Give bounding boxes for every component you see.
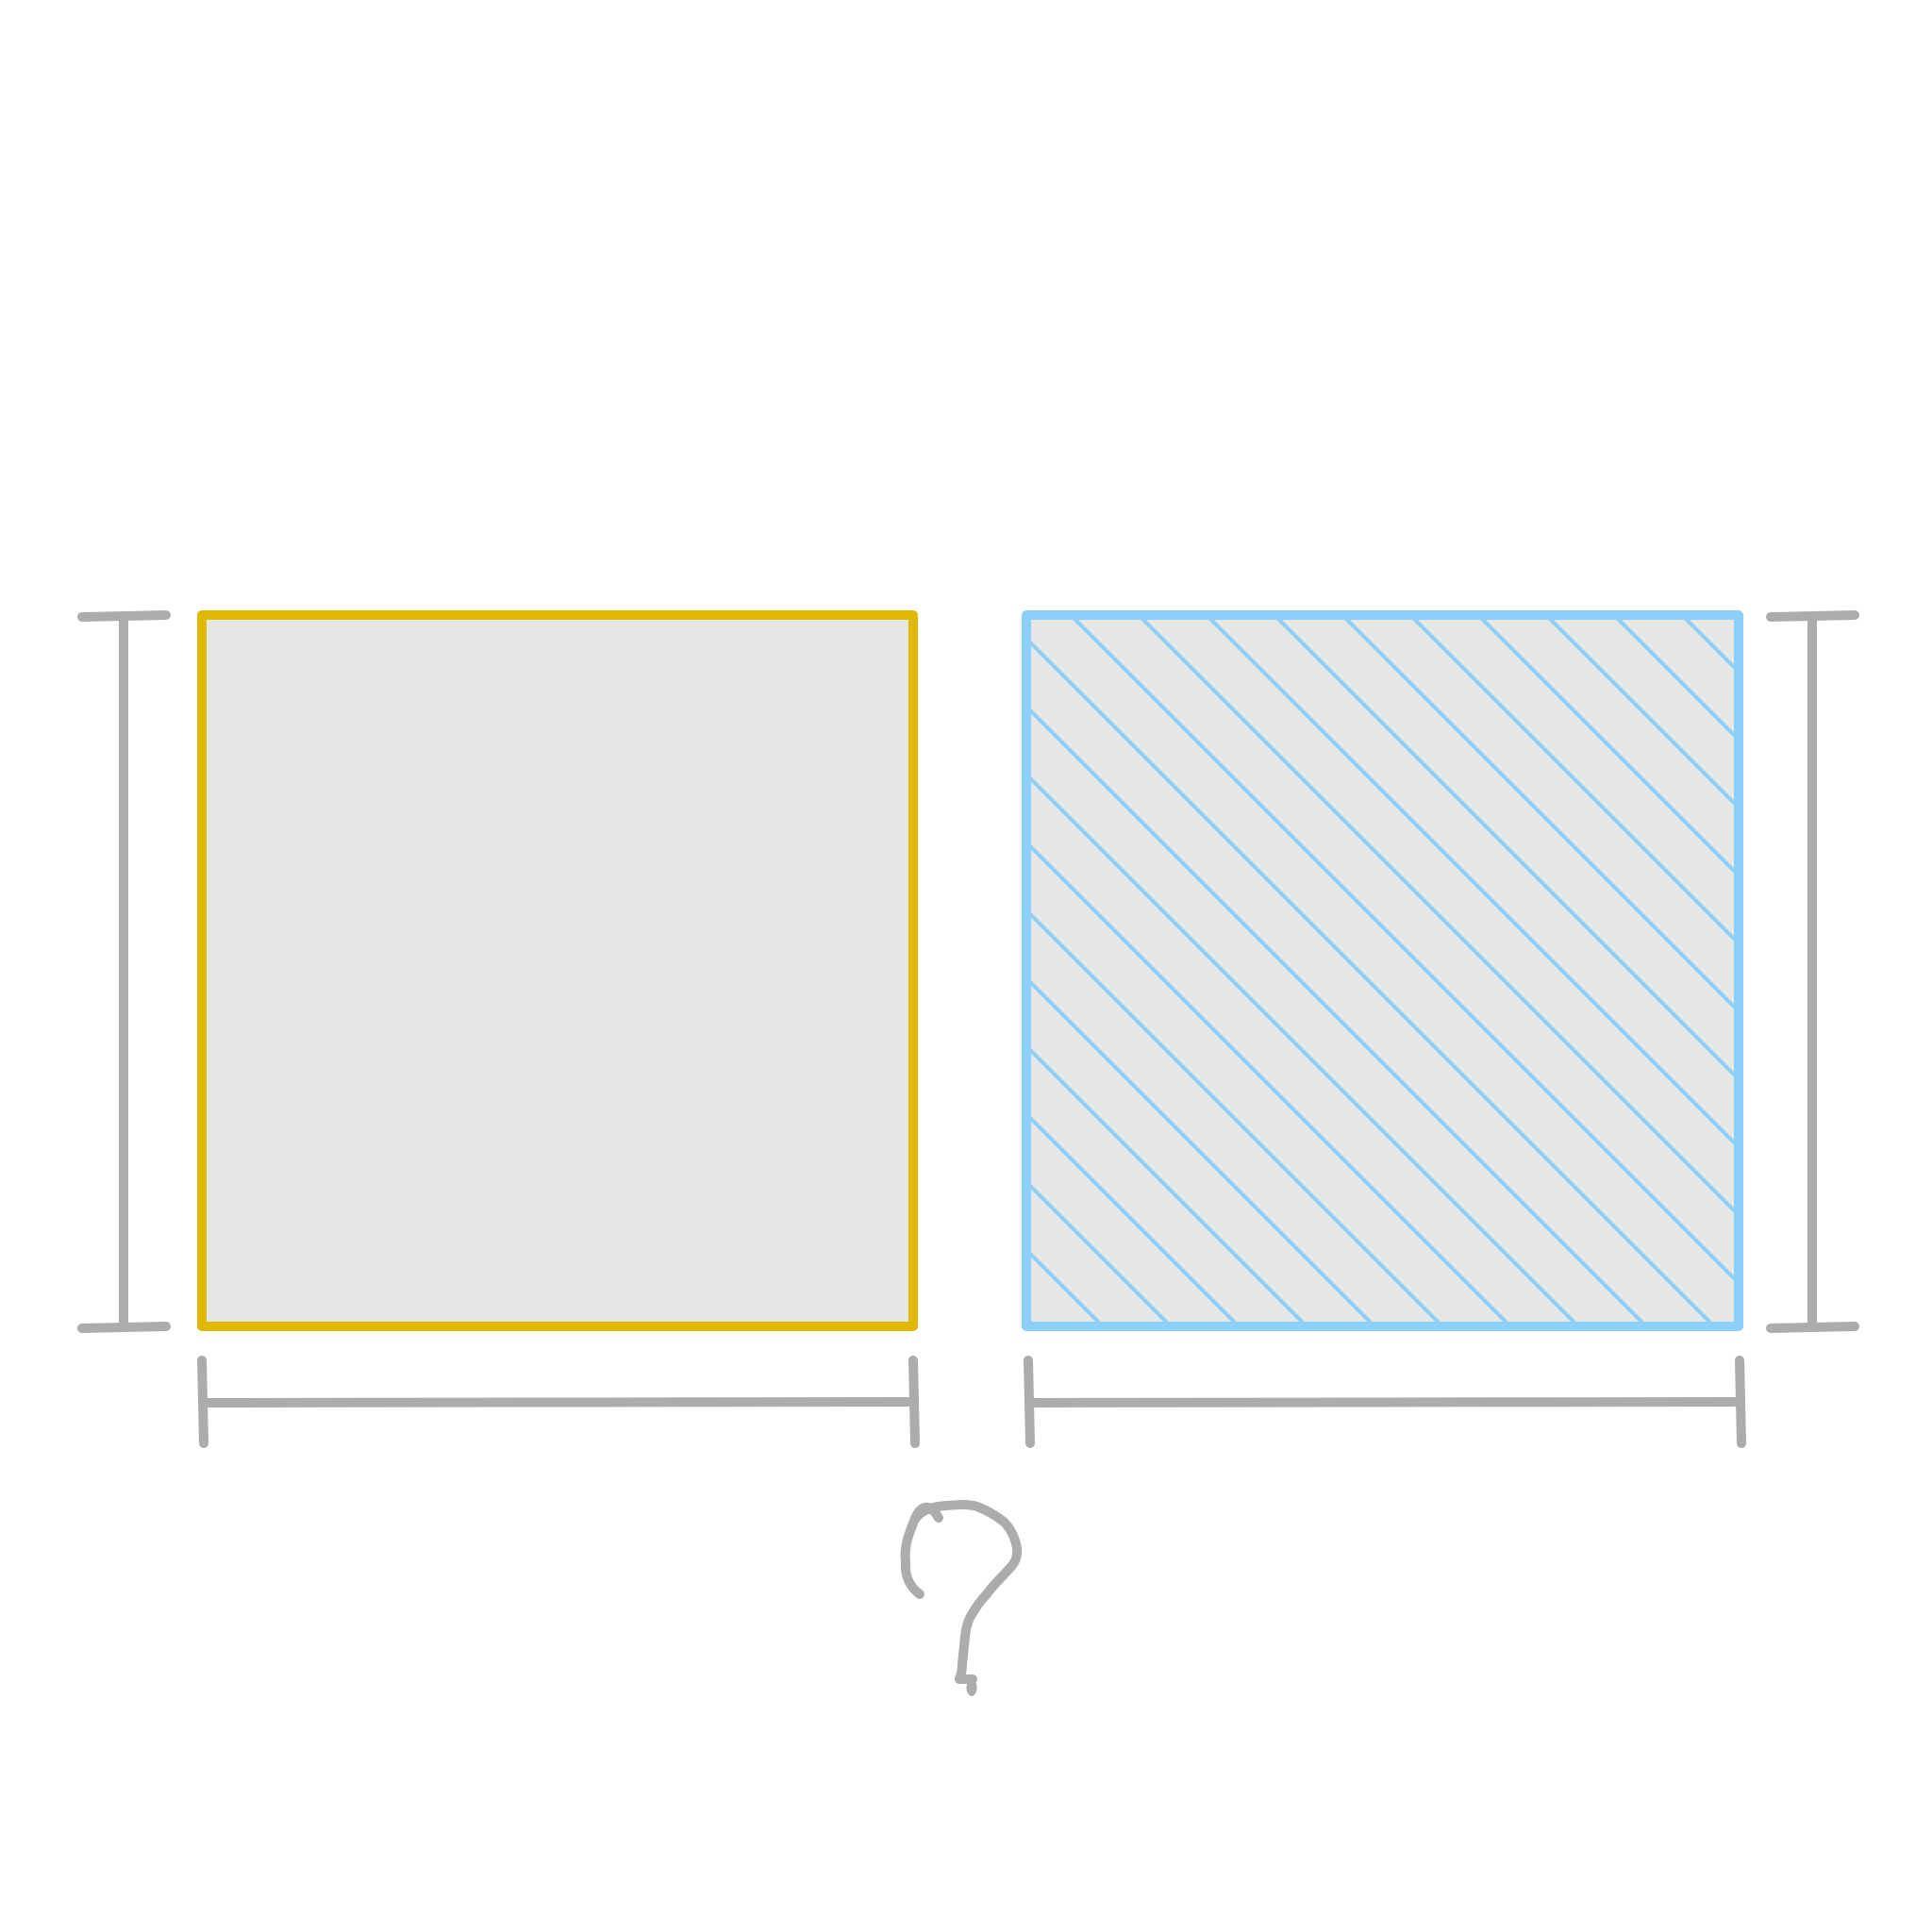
left-height-bottom-tick <box>77 1322 171 1333</box>
hatched-square <box>1026 615 1739 1326</box>
hatched-square-border <box>1022 610 1743 1331</box>
right-height-top-tick <box>1766 610 1859 622</box>
hatch-line <box>1026 908 1445 1326</box>
hatch-line <box>1476 615 1739 878</box>
right-width-right-tick <box>1735 1356 1746 1448</box>
hatched-square-group <box>1022 610 1743 1331</box>
hatch-line <box>1273 615 1739 1082</box>
hatch-line <box>1408 615 1739 946</box>
hatch-line <box>1026 975 1377 1326</box>
hatch-line <box>1612 615 1739 742</box>
hatch-line <box>1026 704 1649 1326</box>
hatch-line <box>1341 615 1739 1014</box>
dimension-markers <box>77 610 1859 1448</box>
hatch-lines <box>1026 615 1739 1326</box>
right-width-line <box>1029 1397 1739 1407</box>
plain-square <box>197 610 918 1331</box>
right-height-marker <box>1766 610 1859 1333</box>
hatch-line <box>1205 615 1739 1150</box>
question-mark-icon <box>900 1500 1023 1696</box>
left-width-right-tick <box>908 1356 920 1448</box>
hatch-line <box>1544 615 1739 810</box>
left-width-left-tick <box>197 1356 208 1448</box>
question-mark-curve <box>900 1500 1023 1684</box>
left-height-top-tick <box>77 610 171 622</box>
hatch-line <box>1026 1179 1174 1326</box>
hatch-line <box>1137 615 1739 1218</box>
right-width-left-tick <box>1024 1356 1035 1448</box>
hatch-line <box>1026 1111 1241 1326</box>
question-mark-dot <box>966 1679 977 1696</box>
hatch-line <box>1026 1043 1309 1326</box>
hatch-line <box>1026 772 1581 1326</box>
hatch-line <box>1026 840 1513 1326</box>
hatch-line <box>1069 615 1739 1286</box>
left-width-marker <box>197 1356 920 1448</box>
right-height-bottom-tick <box>1766 1322 1859 1333</box>
left-height-marker <box>77 610 171 1333</box>
left-width-line <box>203 1397 913 1407</box>
right-width-marker <box>1024 1356 1746 1448</box>
hatch-line <box>1026 636 1717 1326</box>
